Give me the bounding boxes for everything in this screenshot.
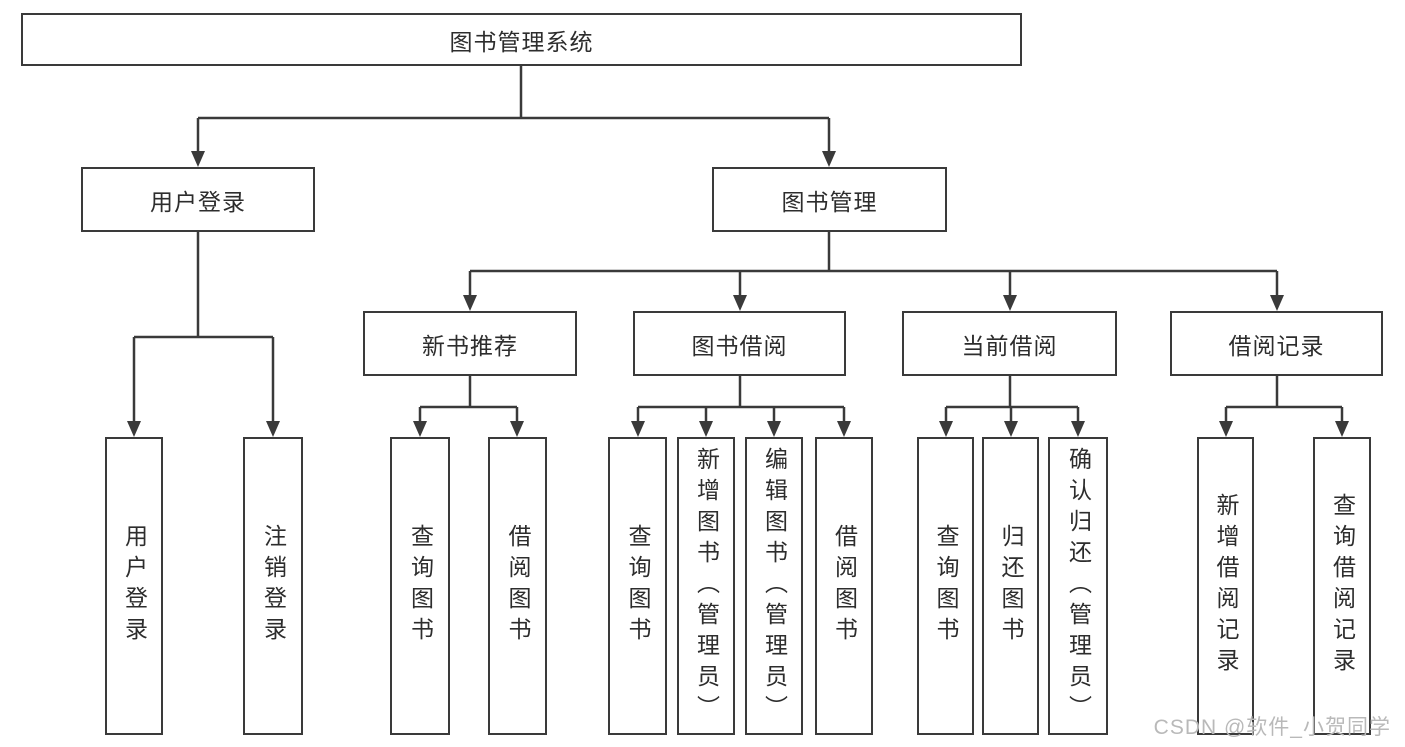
connector-user-login-to-leaves [127, 232, 280, 437]
leaf-label: 归还图书 [998, 524, 1024, 648]
leaf-label: 查询借阅记录 [1329, 493, 1356, 679]
leaf-query-borrow-record: 查询借阅记录 [1313, 437, 1371, 735]
leaf-user-login: 用户登录 [105, 437, 163, 735]
leaf-query-book-3: 查询图书 [917, 437, 974, 735]
leaf-logout: 注销登录 [243, 437, 303, 735]
leaf-label: 确认归还（管理员） [1065, 446, 1092, 726]
connector-root-to-level2 [191, 66, 836, 167]
leaf-label: 编辑图书（管理员） [761, 446, 788, 726]
leaf-query-book-2: 查询图书 [608, 437, 667, 735]
node-new-book-recommend: 新书推荐 [363, 311, 577, 376]
connector-borrow-record-to-leaves [1219, 376, 1349, 437]
leaf-add-borrow-record: 新增借阅记录 [1197, 437, 1254, 735]
node-borrow-record: 借阅记录 [1170, 311, 1383, 376]
node-book-management: 图书管理 [712, 167, 947, 232]
leaf-query-book-1: 查询图书 [390, 437, 450, 735]
leaf-borrow-book-2: 借阅图书 [815, 437, 873, 735]
connector-new-book-to-leaves [413, 376, 524, 437]
leaf-label: 注销登录 [260, 524, 287, 648]
leaf-label: 查询图书 [933, 524, 959, 648]
leaf-add-book-admin: 新增图书（管理员） [677, 437, 735, 735]
node-user-login: 用户登录 [81, 167, 315, 232]
node-book-borrow: 图书借阅 [633, 311, 846, 376]
leaf-borrow-book-1: 借阅图书 [488, 437, 547, 735]
node-root-system: 图书管理系统 [21, 13, 1022, 66]
connector-current-borrow-to-leaves [939, 376, 1085, 437]
connector-book-mgmt-to-level3 [463, 232, 1284, 311]
leaf-label: 用户登录 [121, 524, 148, 648]
leaf-label: 新增借阅记录 [1213, 493, 1239, 679]
leaf-label: 查询图书 [625, 524, 651, 648]
leaf-label: 借阅图书 [831, 524, 858, 648]
leaf-edit-book-admin: 编辑图书（管理员） [745, 437, 803, 735]
node-current-borrow: 当前借阅 [902, 311, 1117, 376]
connector-book-borrow-to-leaves [631, 376, 851, 437]
leaf-return-book: 归还图书 [982, 437, 1039, 735]
leaf-label: 借阅图书 [505, 524, 531, 648]
leaf-label: 新增图书（管理员） [693, 446, 720, 726]
leaf-label: 查询图书 [407, 524, 434, 648]
csdn-watermark: CSDN @软件_小贺同学 [1153, 716, 1391, 739]
leaf-confirm-return-admin: 确认归还（管理员） [1048, 437, 1108, 735]
